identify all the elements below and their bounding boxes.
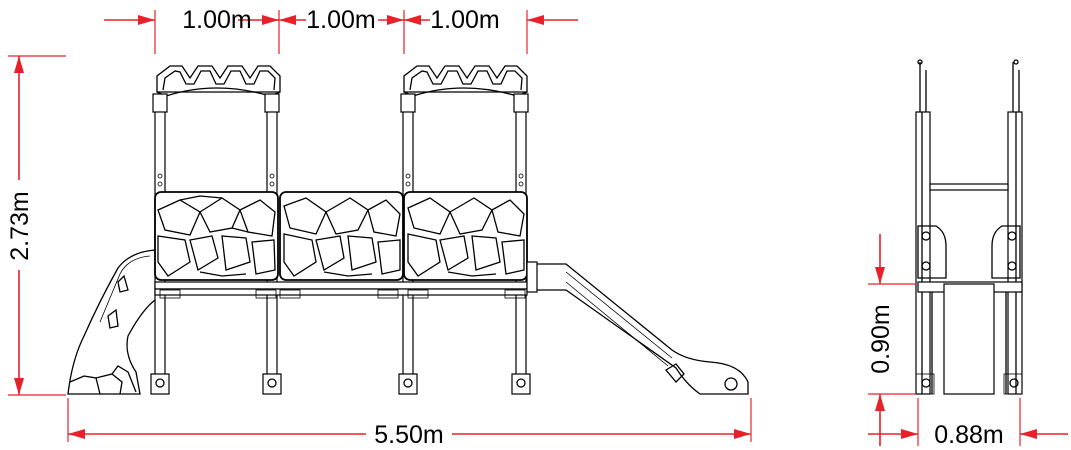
handle-frame-right [403, 65, 528, 97]
handle-frame-left [156, 65, 281, 97]
platform-deck [154, 281, 528, 299]
dim-top-spacing: 1.00m 1.00m 1.00m [104, 6, 578, 54]
dim-label-height: 2.73m [6, 191, 34, 260]
front-elevation [67, 65, 749, 395]
dim-total-length: 5.50m [67, 398, 752, 449]
dim-label-top-3: 1.00m [430, 6, 499, 34]
dim-label-top-2: 1.00m [306, 6, 375, 34]
side-elevation [915, 59, 1023, 395]
climbing-ramp [67, 249, 156, 395]
dim-side-width: 0.88m [868, 398, 1068, 449]
dim-height: 2.73m [6, 55, 66, 396]
dim-side-height: 0.90m [867, 234, 916, 446]
dim-label-side-width: 0.88m [934, 421, 1003, 449]
climbing-panels [154, 191, 528, 281]
slide [526, 261, 749, 395]
dim-label-side-height: 0.90m [867, 304, 895, 373]
dim-label-top-1: 1.00m [182, 6, 251, 34]
dimensions: 1.00m 1.00m 1.00m 2.73m 5.50m [6, 6, 1068, 449]
dim-label-length: 5.50m [374, 421, 443, 449]
